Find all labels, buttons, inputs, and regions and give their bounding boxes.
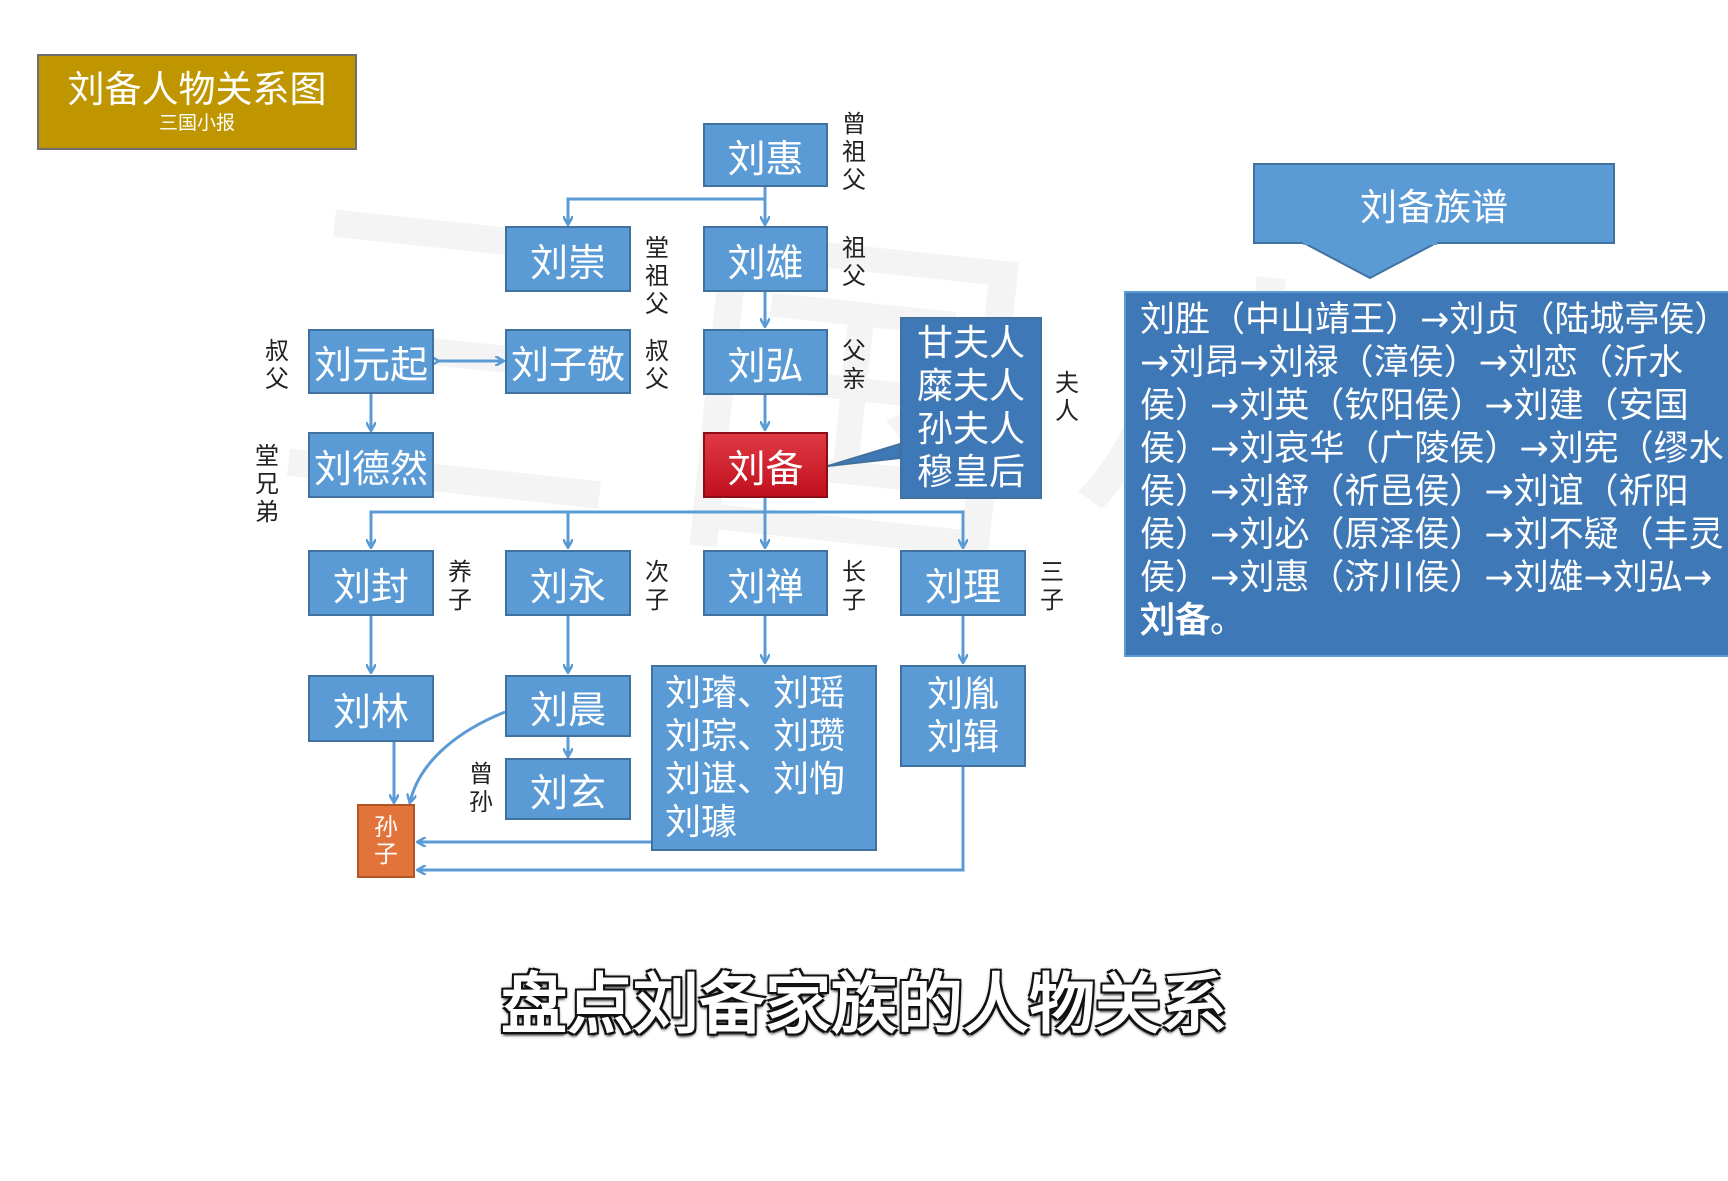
title-box: 刘备人物关系图 三国小报 (37, 54, 357, 150)
label-second-son: 次子 (645, 558, 669, 614)
label-father: 父亲 (842, 337, 866, 393)
label-adopted: 养子 (448, 558, 472, 614)
node-grandsons: 孙子 (357, 804, 415, 878)
label-wives: 夫人 (1055, 369, 1079, 425)
node-liu-chong: 刘崇 (505, 226, 631, 292)
genealogy-text: 刘胜（中山靖王）→刘贞（陆城亭侯）→刘昂→刘禄（漳侯）→刘恋（沂水侯）→刘英（钦… (1140, 300, 1724, 598)
page-subtitle: 三国小报 (158, 112, 235, 134)
li-sons-line-1: 刘胤 (926, 674, 999, 715)
genealogy-header: 刘备族谱 (1253, 163, 1615, 244)
node-liu-lin: 刘林 (308, 675, 434, 742)
node-liu-deran: 刘德然 (308, 432, 434, 498)
label-grand-uncle: 堂祖父 (645, 234, 669, 318)
label-uncle-mid: 叔父 (645, 337, 669, 393)
node-shan-sons: 刘璿、刘瑶 刘琮、刘瓒 刘谌、刘恂 刘璩 (651, 665, 877, 851)
shan-sons-line-2: 刘琮、刘瓒 (665, 716, 846, 757)
node-li-sons: 刘胤 刘辑 (900, 665, 1026, 767)
node-liu-feng: 刘封 (308, 550, 434, 616)
page-title: 刘备人物关系图 (67, 68, 327, 111)
genealogy-liu-bei: 刘备 (1140, 601, 1211, 641)
wife-mu: 穆皇后 (916, 452, 1025, 493)
label-third-son: 三子 (1040, 558, 1064, 614)
li-sons-line-2: 刘辑 (926, 717, 999, 758)
node-liu-shan: 刘禅 (703, 550, 828, 616)
wife-gan: 甘夫人 (916, 323, 1025, 364)
connector-lines (0, 187, 1728, 1080)
node-liu-bei: 刘备 (703, 432, 828, 498)
label-uncle-left: 叔父 (265, 337, 289, 393)
label-cousin: 堂兄弟 (255, 442, 279, 526)
label-grandfather: 祖父 (842, 234, 866, 290)
wife-mi: 糜夫人 (916, 366, 1025, 407)
shan-sons-line-3: 刘谌、刘恂 (665, 759, 846, 800)
node-liu-hong: 刘弘 (703, 329, 828, 395)
node-liu-yuanqi: 刘元起 (308, 329, 434, 394)
genealogy-end: 。 (1210, 601, 1246, 641)
genealogy-panel: 刘胜（中山靖王）→刘贞（陆城亭侯）→刘昂→刘禄（漳侯）→刘恋（沂水侯）→刘英（钦… (1124, 291, 1728, 657)
node-liu-chen: 刘晨 (505, 675, 631, 737)
node-liu-xuan: 刘玄 (505, 758, 631, 820)
shan-sons-line-1: 刘璿、刘瑶 (665, 673, 846, 714)
node-liu-zijing: 刘子敬 (505, 329, 631, 394)
label-great-grandfather: 曾祖父 (842, 110, 866, 194)
line-lisons-grandson (418, 767, 965, 870)
node-liu-yong: 刘永 (505, 550, 631, 616)
node-liu-xiong: 刘雄 (703, 226, 828, 292)
genealogy-header-pointer (1301, 242, 1439, 280)
line-chen-grandson (410, 710, 506, 802)
wife-sun: 孙夫人 (916, 409, 1025, 450)
line-hui-chong (568, 197, 765, 224)
node-liu-hui: 刘惠 (703, 123, 828, 187)
node-liu-li: 刘理 (900, 550, 1026, 616)
wives-callout-pointer (827, 442, 901, 467)
label-great-grandson: 曾孙 (469, 760, 493, 816)
shan-sons-line-4: 刘璩 (665, 802, 738, 843)
node-wives: 甘夫人 糜夫人 孙夫人 穆皇后 (900, 317, 1042, 499)
label-eldest-son: 长子 (842, 558, 866, 614)
line-bei-li (765, 510, 963, 547)
video-subtitle: 盘点刘备家族的人物关系 (501, 965, 1227, 1043)
